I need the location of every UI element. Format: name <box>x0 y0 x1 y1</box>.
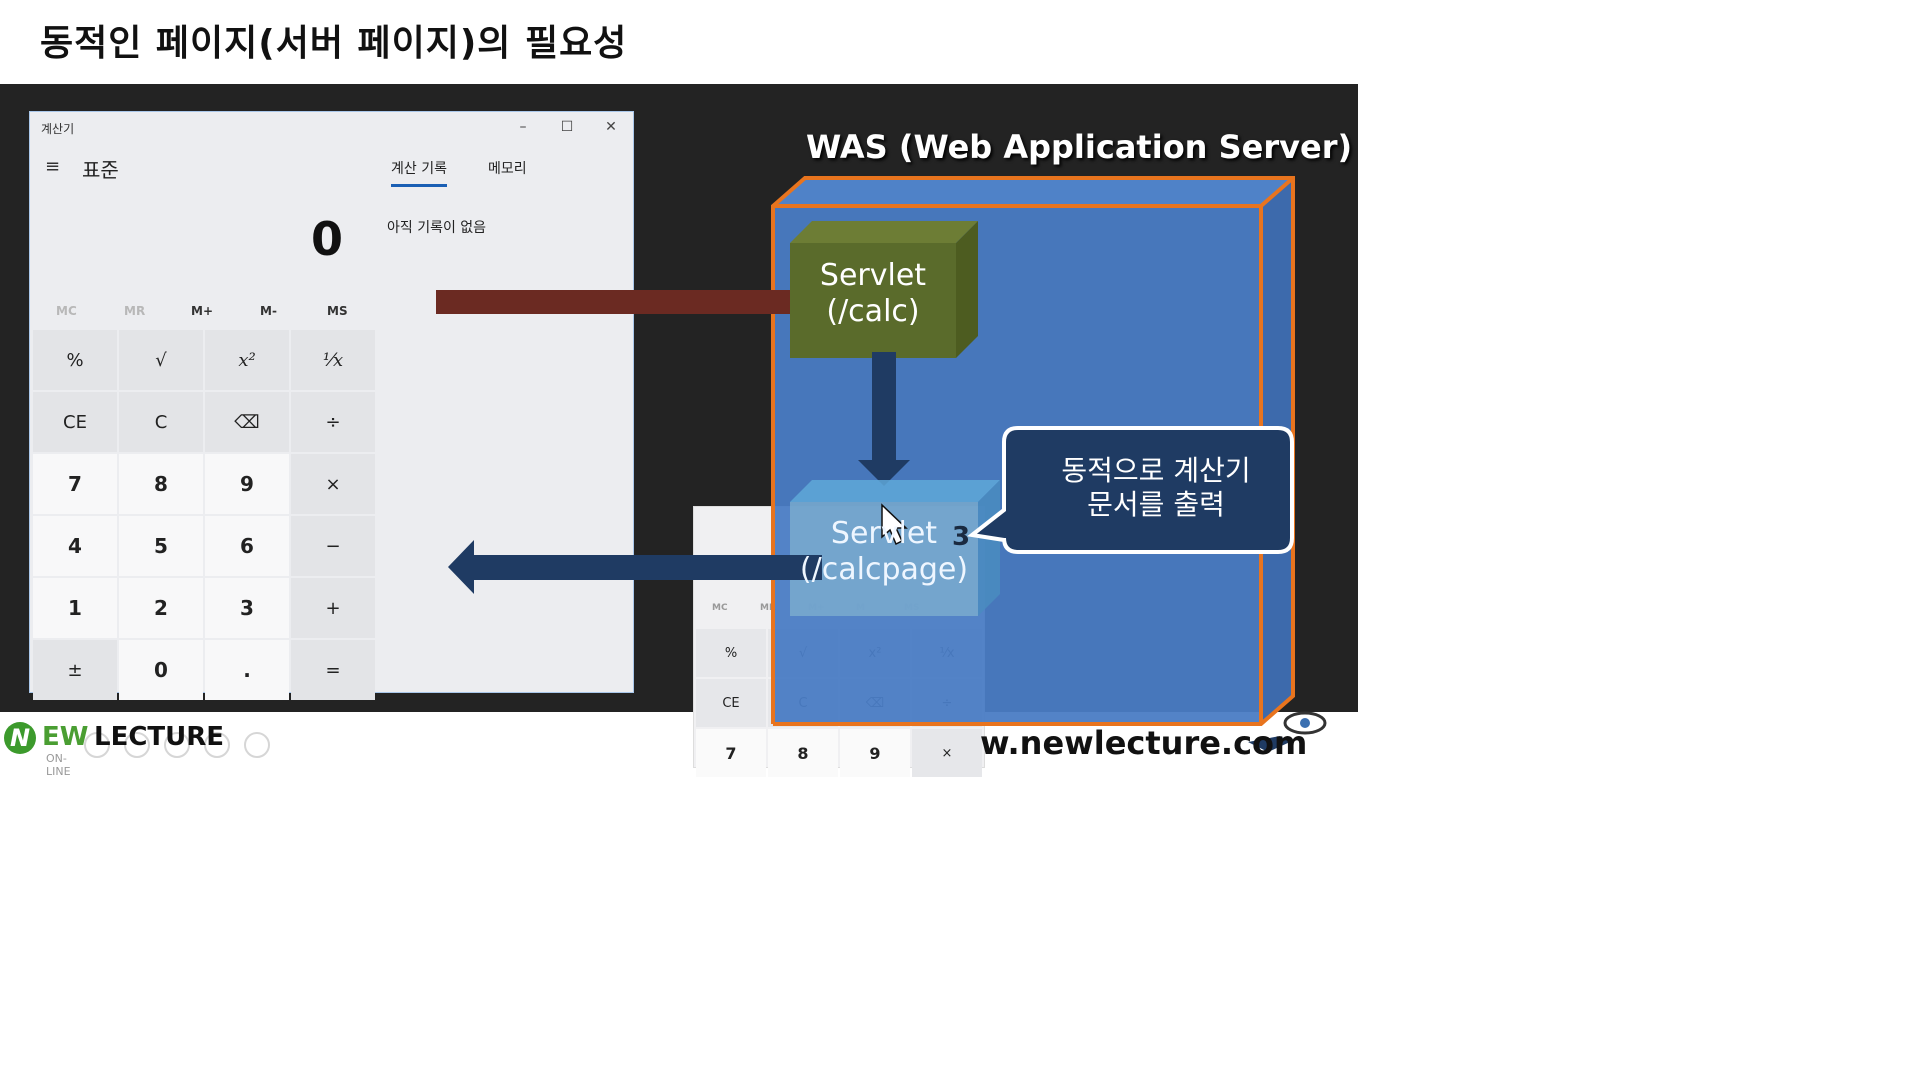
ghost-key: ⌫ <box>840 679 910 727</box>
ghost-key: ¹⁄x <box>912 629 982 677</box>
servlet-calc-path: (/calc) <box>826 294 920 329</box>
key-5[interactable]: 5 <box>119 516 203 576</box>
key-decimal[interactable]: . <box>205 640 289 700</box>
calculator-mode-label: 표준 <box>82 158 119 182</box>
servlet-calc-name: Servlet <box>819 258 927 293</box>
key-equals[interactable]: = <box>291 640 375 700</box>
key-reciprocal[interactable]: ¹⁄x <box>291 330 375 390</box>
logo-lecture: LECTURE <box>94 722 225 752</box>
site-url: w.newlecture.com <box>980 724 1308 762</box>
key-plus[interactable]: + <box>291 578 375 638</box>
close-button[interactable]: ✕ <box>605 119 617 135</box>
memory-clear-button[interactable]: MC <box>56 304 77 318</box>
history-empty-text: 아직 기록이 없음 <box>387 220 487 236</box>
ghost-key: 9 <box>840 729 910 777</box>
overlay-digit: 3 <box>952 522 971 552</box>
ghost-memory-label: MR <box>760 603 776 613</box>
ghost-memory-label: MC <box>712 603 728 613</box>
player-control-icon[interactable] <box>84 732 110 758</box>
key-2[interactable]: 2 <box>119 578 203 638</box>
ghost-key: CE <box>696 679 766 727</box>
key-clear-entry[interactable]: CE <box>33 392 117 452</box>
logo-ew: EW <box>42 722 89 752</box>
ghost-key: x² <box>840 629 910 677</box>
key-8[interactable]: 8 <box>119 454 203 514</box>
player-control-icon[interactable] <box>124 732 150 758</box>
key-square[interactable]: x² <box>205 330 289 390</box>
memory-subtract-button[interactable]: M- <box>260 304 277 318</box>
memory-add-button[interactable]: M+ <box>191 304 213 318</box>
maximize-button[interactable]: ☐ <box>560 119 574 135</box>
player-control-icon[interactable] <box>244 732 270 758</box>
ghost-keypad: % √ x² ¹⁄x CE C ⌫ ÷ 7 8 9 × <box>696 629 982 777</box>
calculator-window: 계산기 – ☐ ✕ ≡ 표준 계산 기록 메모리 아직 기록이 없음 0 MC … <box>29 111 634 700</box>
tab-history[interactable]: 계산 기록 <box>391 158 447 187</box>
ghost-key: % <box>696 629 766 677</box>
ghost-memory-label: M <box>856 603 865 613</box>
key-divide[interactable]: ÷ <box>291 392 375 452</box>
display-value: 0 <box>310 212 343 266</box>
calculator-titlebar[interactable]: 계산기 – ☐ ✕ <box>30 112 633 142</box>
ghost-key: √ <box>768 629 838 677</box>
key-7[interactable]: 7 <box>33 454 117 514</box>
key-1[interactable]: 1 <box>33 578 117 638</box>
ghost-key: C <box>768 679 838 727</box>
memory-store-button[interactable]: MS <box>327 304 348 318</box>
ghost-key: × <box>912 729 982 777</box>
hamburger-menu-icon[interactable]: ≡ <box>45 156 61 177</box>
memory-recall-button[interactable]: MR <box>124 304 146 318</box>
player-control-icon[interactable] <box>164 732 190 758</box>
key-3[interactable]: 3 <box>205 578 289 638</box>
callout-line-1: 동적으로 계산기 <box>1061 454 1251 487</box>
key-clear[interactable]: C <box>119 392 203 452</box>
backspace-icon[interactable]: ⌫ <box>205 392 289 452</box>
ghost-memory-label: MS <box>904 603 920 613</box>
key-sqrt[interactable]: √ <box>119 330 203 390</box>
slide-title: 동적인 페이지(서버 페이지)의 필요성 <box>40 23 628 64</box>
ghost-key: 7 <box>696 729 766 777</box>
was-title: WAS (Web Application Server) <box>806 128 1353 166</box>
ghost-memory-label: M+ <box>808 603 825 613</box>
callout-line-2: 문서를 출력 <box>1087 487 1225 521</box>
logo-online: ON-LINE <box>46 752 71 778</box>
key-0[interactable]: 0 <box>119 640 203 700</box>
key-4[interactable]: 4 <box>33 516 117 576</box>
servlet-calcpage-path: (/calcpage) <box>799 552 969 587</box>
key-multiply[interactable]: × <box>291 454 375 514</box>
key-minus[interactable]: − <box>291 516 375 576</box>
key-9[interactable]: 9 <box>205 454 289 514</box>
key-6[interactable]: 6 <box>205 516 289 576</box>
player-control-icon[interactable] <box>204 732 230 758</box>
window-title: 계산기 <box>41 122 75 136</box>
ghost-key: ÷ <box>912 679 982 727</box>
ghost-key: 8 <box>768 729 838 777</box>
callout-text: 동적으로 계산기 문서를 출력 <box>1012 454 1300 521</box>
servlet-calcpage-label: Servlet (/calcpage) <box>790 516 978 588</box>
keypad: % √ x² ¹⁄x CE C ⌫ ÷ 7 8 9 × 4 5 6 − 1 2 … <box>33 330 375 700</box>
servlet-calc-label: Servlet (/calc) <box>790 258 956 330</box>
key-percent[interactable]: % <box>33 330 117 390</box>
logo-n: N <box>4 722 36 754</box>
key-negate[interactable]: ± <box>33 640 117 700</box>
tab-memory[interactable]: 메모리 <box>488 161 527 177</box>
minimize-button[interactable]: – <box>519 119 527 135</box>
servlet-calcpage-name: Servlet <box>830 516 938 551</box>
